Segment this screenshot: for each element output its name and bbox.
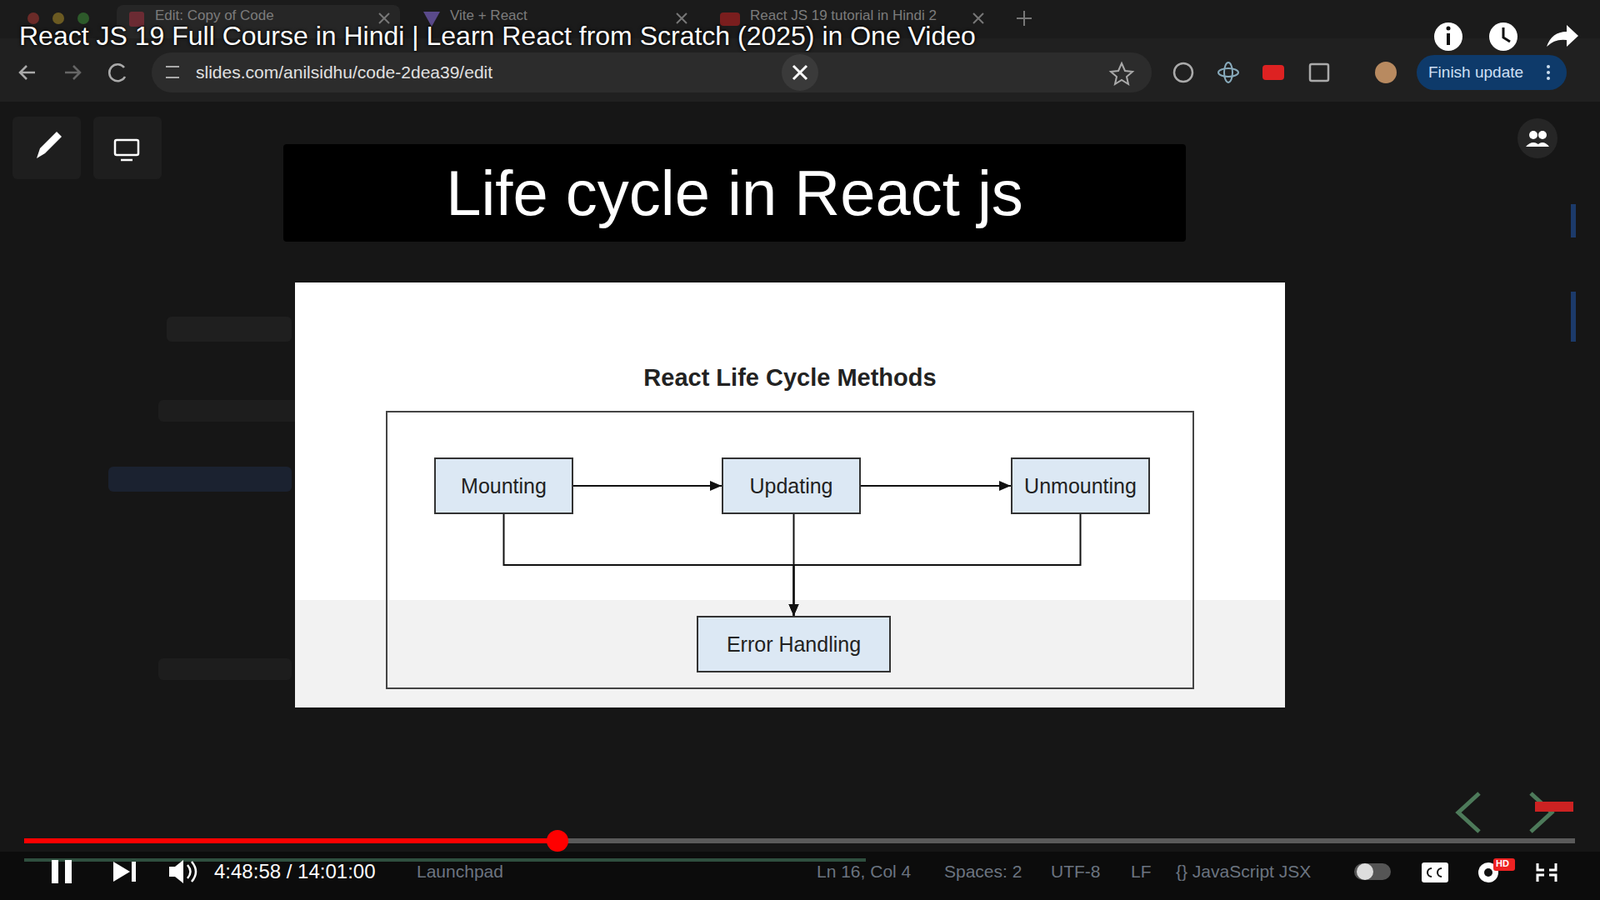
slide-background (0, 101, 1600, 852)
progress-track (24, 838, 1575, 844)
address-url: slides.com/anilsidhu/code-2dea39/edit (195, 62, 493, 83)
tab-title: Vite + React (450, 7, 528, 25)
arrow-head (789, 604, 800, 616)
frame-heading: React Life Cycle Methods (387, 364, 1193, 392)
subscribe-badge (1535, 801, 1574, 812)
close-x (793, 65, 807, 80)
controls-bar (0, 851, 1600, 900)
connector-line (860, 485, 1011, 487)
fullscreen-icon (1537, 863, 1556, 882)
lifecycle-box: Error Handling (696, 615, 891, 673)
video-title: React JS 19 Full Course in Hindi | Learn… (19, 20, 976, 52)
react-icon (1224, 62, 1233, 83)
lifecycle-box: Mounting (434, 457, 574, 515)
status-item: UTF-8 (1050, 861, 1101, 882)
slide-title-bar: Life cycle in React js (283, 144, 1186, 242)
cc-icon (1421, 862, 1449, 883)
react-icon (1218, 68, 1239, 77)
avatar (1375, 61, 1397, 84)
box-label: Error Handling (726, 632, 861, 657)
connector (573, 480, 722, 491)
update-pill (1416, 55, 1567, 90)
share-icon (1546, 25, 1579, 47)
slide-panel (295, 282, 1285, 708)
prev-arrow (1458, 793, 1480, 832)
next-icon (113, 861, 130, 882)
tool-button (93, 116, 162, 180)
address-field (151, 52, 1152, 93)
arrow-head (789, 604, 800, 616)
hd-badge (1493, 858, 1515, 871)
progress-thumb (546, 830, 569, 852)
time-display: 4:48:58 / 14:01:00 (214, 860, 376, 884)
pencil-icon (36, 131, 62, 159)
connector-line (573, 485, 722, 487)
next-arrow (1530, 793, 1552, 832)
connector (860, 480, 1011, 491)
tab-title: React JS 19 tutorial in Hindi 2 (750, 7, 937, 25)
clock-icon (1489, 22, 1518, 51)
status-item: Spaces: 2 (944, 861, 1022, 882)
lifecycle-box: Unmounting (1010, 457, 1150, 515)
volume-icon (169, 860, 184, 884)
box-label: Unmounting (1024, 474, 1137, 499)
hd-badge-text: HD (1495, 858, 1510, 870)
info-icon (1434, 22, 1463, 51)
slide-title: Life cycle in React js (445, 156, 1024, 230)
new-tab (1016, 10, 1032, 26)
site-icon (165, 66, 180, 78)
connector (504, 514, 800, 616)
connector (789, 514, 1081, 616)
update-button-text: Finish update (1428, 63, 1524, 82)
back-icon (20, 65, 35, 80)
box-label: Updating (749, 474, 833, 499)
pause-icon (51, 860, 59, 884)
extension-icon (1174, 63, 1193, 82)
monitor-icon (115, 140, 139, 155)
tool-button (12, 116, 81, 180)
puzzle-icon (1310, 64, 1329, 81)
connector-line (794, 514, 1081, 616)
arrow-head (710, 480, 722, 491)
status-item: Ln 16, Col 4 (816, 861, 911, 882)
progress-played (24, 838, 558, 844)
people-button (1517, 118, 1558, 159)
lifecycle-box: Updating (721, 457, 861, 515)
status-item: {} JavaScript JSX (1175, 861, 1311, 882)
reload-icon (109, 64, 125, 81)
connector-line (504, 514, 795, 616)
tab-title: Edit: Copy of Code (155, 7, 275, 25)
status-item: LF (1130, 861, 1152, 882)
arrow-head (789, 604, 800, 616)
autoplay-toggle (1354, 863, 1391, 880)
methods-frame: React Life Cycle MethodsMountingUpdating… (385, 410, 1195, 690)
close-overlay (781, 54, 819, 91)
youtube-icon (1262, 65, 1285, 80)
box-label: Mounting (460, 474, 547, 499)
arrow-head (999, 480, 1011, 491)
forward-icon (65, 65, 80, 80)
star-icon (1110, 63, 1133, 85)
status-item: Launchpad (416, 861, 504, 882)
